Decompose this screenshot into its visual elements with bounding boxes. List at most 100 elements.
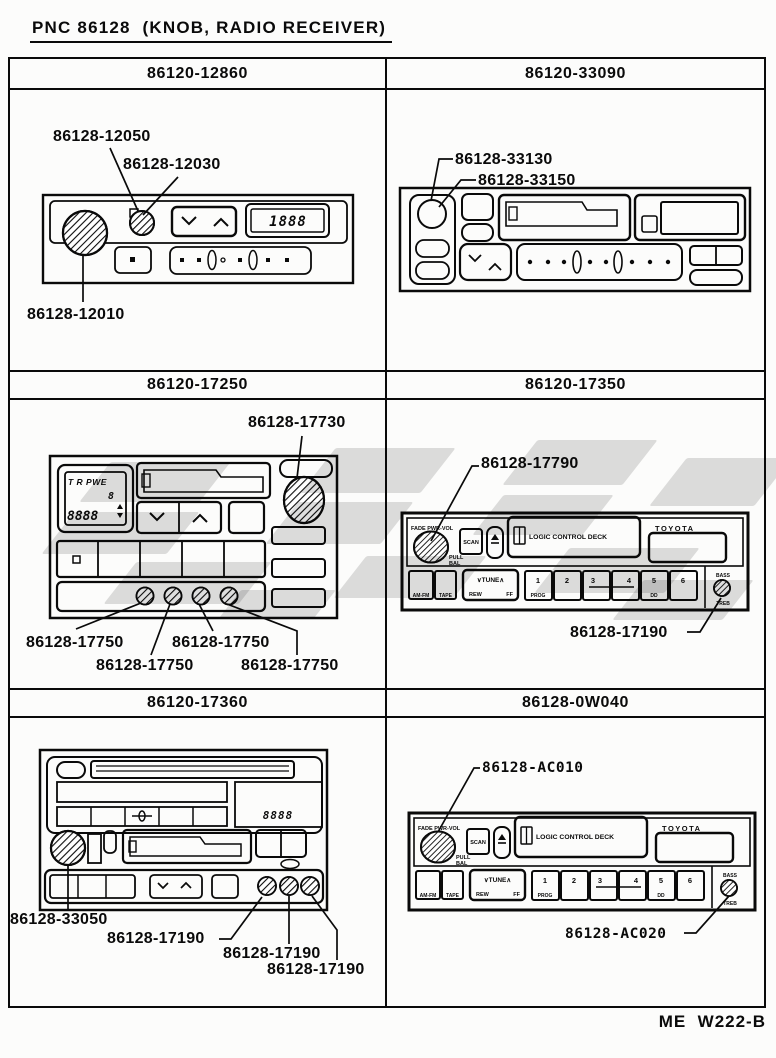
cd-unit bbox=[46, 756, 323, 834]
eject-icon bbox=[498, 834, 506, 840]
radio-panel bbox=[398, 186, 752, 293]
leader-lines bbox=[82, 147, 179, 302]
button-row bbox=[56, 806, 228, 827]
small-knob bbox=[279, 876, 299, 896]
seek-up-icon bbox=[488, 262, 502, 271]
cd-slot bbox=[90, 760, 295, 779]
diagram-cell-33090: 86128-33130 86128-33150 bbox=[387, 90, 764, 370]
row-divider bbox=[10, 88, 764, 90]
preset-label: 1 bbox=[536, 576, 540, 585]
callout-label: 86128-12050 bbox=[53, 128, 151, 145]
preset-label: 2 bbox=[572, 876, 576, 885]
callout-label: 86128-12010 bbox=[27, 306, 125, 323]
leader-lines bbox=[430, 465, 722, 633]
band-button bbox=[415, 870, 441, 900]
tune-knob bbox=[282, 475, 326, 525]
row-divider bbox=[10, 688, 764, 690]
part-number-header: 86128-0W040 bbox=[521, 694, 630, 711]
fader-volume-knob bbox=[413, 530, 449, 564]
callout-label: 86128-17750 bbox=[241, 657, 339, 674]
display-text: T R PWE bbox=[68, 477, 107, 487]
bass-treble-knob bbox=[720, 879, 738, 897]
diagram-cell-12860: 1888 86128-12050 86128-12030 86128-12010 bbox=[10, 90, 385, 370]
display bbox=[654, 831, 735, 864]
radio-drawing: 8888 bbox=[38, 748, 338, 960]
callout-label: 86128-17750 bbox=[26, 634, 124, 651]
small-knob bbox=[300, 876, 320, 896]
eject-button bbox=[486, 526, 504, 559]
fader-volume-knob bbox=[420, 830, 456, 864]
eject-icon bbox=[491, 534, 499, 540]
part-number-header: 86120-17250 bbox=[147, 376, 248, 393]
leader-lines bbox=[75, 435, 303, 656]
seek-buttons bbox=[135, 500, 223, 535]
bass-treble-knob bbox=[713, 579, 731, 597]
diagram-cell-17360: 8888 86128-33050 86128-17190 86128-17190… bbox=[10, 718, 385, 1006]
pull-label: PULL bbox=[456, 855, 471, 861]
seek-up-icon bbox=[192, 513, 208, 523]
treb-label: TREB bbox=[723, 901, 737, 907]
brand-label: TOYOTA bbox=[655, 524, 695, 533]
seek-down-icon bbox=[468, 254, 482, 263]
dolby-label: DD bbox=[650, 593, 658, 599]
callout-label: 86128-17790 bbox=[481, 455, 579, 472]
display bbox=[234, 781, 323, 828]
bottom-bar bbox=[43, 868, 325, 905]
callout-label: 86128-12030 bbox=[123, 156, 221, 173]
preset-label: 6 bbox=[688, 876, 692, 885]
callout-label: 86128-33130 bbox=[455, 151, 553, 168]
preset-label: 1 bbox=[543, 876, 547, 885]
seek-up-icon bbox=[180, 881, 192, 889]
cassette-slot bbox=[135, 461, 272, 500]
tune-label: ∨TUNE∧ bbox=[477, 577, 504, 584]
preset-buttons bbox=[531, 870, 705, 901]
part-number-header: 86120-12860 bbox=[147, 65, 248, 82]
deck-label: LOGIC CONTROL DECK bbox=[536, 834, 614, 841]
callout-label: 86128-AC020 bbox=[565, 926, 667, 942]
display-digit: 8 bbox=[108, 491, 114, 502]
small-knob bbox=[191, 586, 211, 606]
volume-knob bbox=[61, 209, 109, 257]
cassette-slot bbox=[497, 193, 632, 242]
tune-knob bbox=[129, 210, 155, 236]
display-unit bbox=[633, 193, 747, 242]
callout-label: 86128-17190 bbox=[570, 624, 668, 641]
eject-button bbox=[493, 826, 511, 859]
small-knob bbox=[163, 586, 183, 606]
diagram-cell-0w040: FADE PWR-VOL PULL BAL SCAN LOGIC CONTROL… bbox=[387, 718, 764, 1006]
leader-lines bbox=[437, 767, 730, 934]
bal-label: BAL bbox=[449, 561, 461, 567]
page-title: PNC 86128 (KNOB, RADIO RECEIVER) bbox=[30, 18, 393, 43]
tape-button bbox=[441, 870, 464, 900]
row-divider bbox=[10, 716, 764, 718]
radio-panel bbox=[407, 811, 757, 912]
up-triangle-icon bbox=[117, 504, 123, 509]
display-digits: 8888 bbox=[263, 809, 294, 822]
diagram-cell-17250: T R PWE 8 8888 86128-17730 86128-17750 8… bbox=[10, 400, 385, 688]
seek-buttons bbox=[458, 242, 513, 282]
bass-label: BASS bbox=[723, 873, 738, 879]
row-divider bbox=[10, 370, 764, 372]
preset-label: 2 bbox=[565, 576, 569, 585]
callout-label: 86128-17190 bbox=[223, 945, 321, 962]
preset-label: 3 bbox=[591, 576, 595, 585]
volume-knob bbox=[49, 829, 87, 867]
preset-label: 5 bbox=[652, 576, 656, 585]
tape-label: TAPE bbox=[439, 593, 453, 599]
fade-label: FADE PWR-VOL bbox=[411, 526, 454, 532]
brand-label: TOYOTA bbox=[662, 824, 702, 833]
scan-button bbox=[466, 828, 490, 855]
fade-label: FADE PWR-VOL bbox=[418, 826, 461, 832]
seek-down-icon bbox=[181, 216, 197, 226]
bal-label: BAL bbox=[456, 861, 468, 867]
scan-button bbox=[459, 528, 483, 555]
band-label: AM-FM bbox=[413, 593, 430, 599]
preset-buttons bbox=[516, 243, 683, 281]
radio-drawing bbox=[398, 158, 752, 293]
prog-label: PROG bbox=[538, 893, 553, 899]
prog-label: PROG bbox=[531, 593, 546, 599]
radio-drawing: FADE PWR-VOL PULL BAL SCAN LOGIC CONTROL… bbox=[407, 767, 757, 934]
parts-table: 86120-12860 86120-33090 86120-17250 8612… bbox=[8, 57, 766, 1008]
document-code: ME W222-B bbox=[658, 1012, 766, 1031]
scan-label: SCAN bbox=[470, 840, 486, 846]
